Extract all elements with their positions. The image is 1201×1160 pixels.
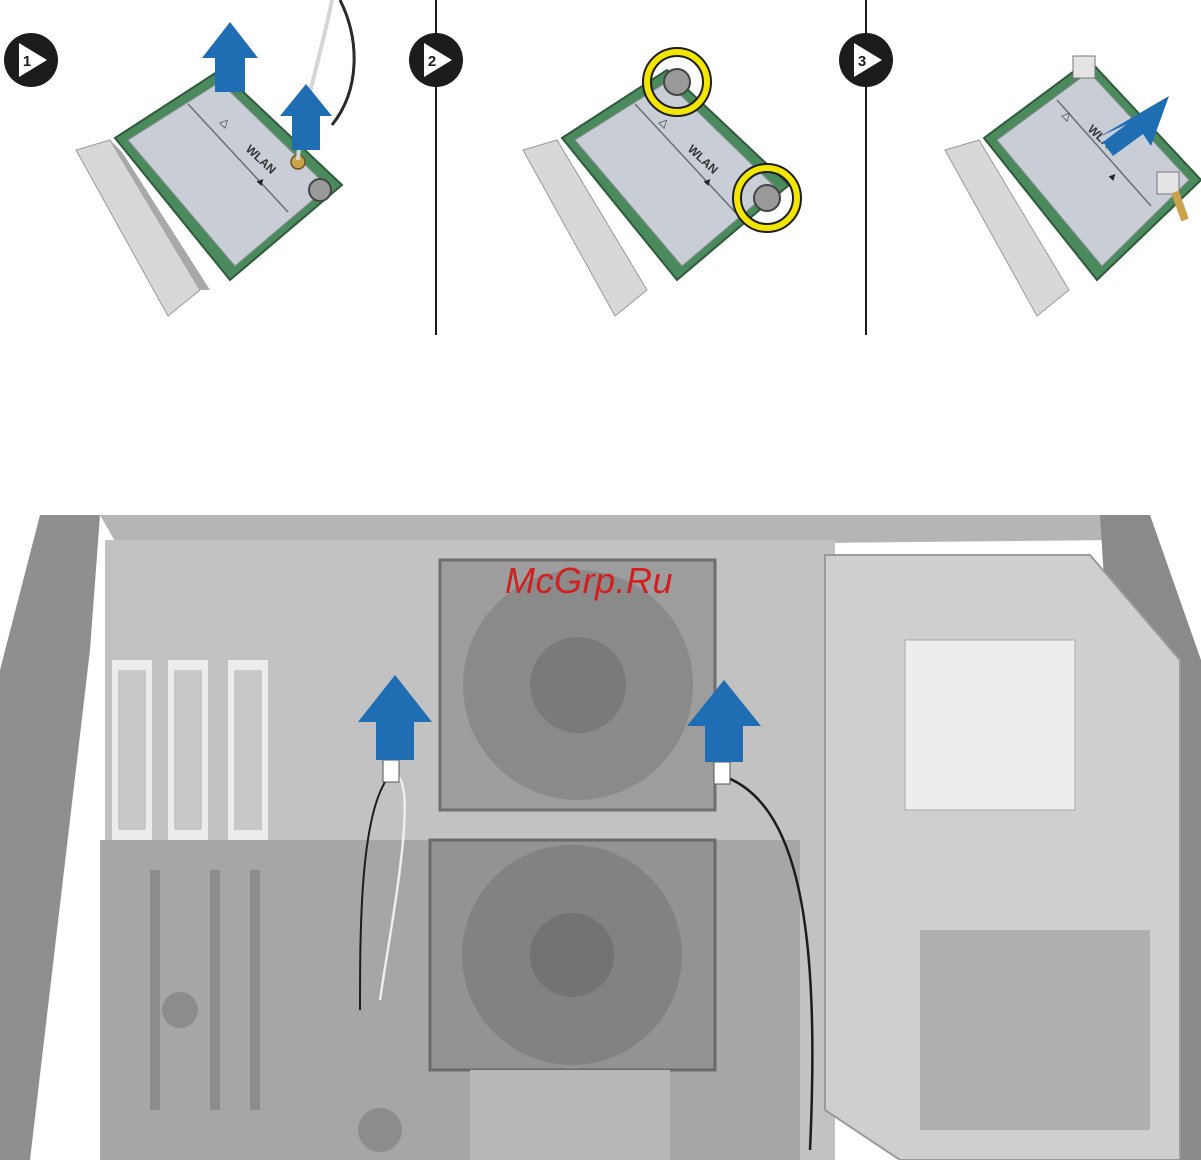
step-3-panel: 3 WLAN △ ▲ [867,0,1201,335]
step-badge-icon: 1 [2,31,60,89]
step-badge-icon: 3 [837,31,895,89]
step-1-panel: 1 WLAN △ ▲ [0,0,435,335]
watermark-text: McGrp.Ru [505,560,673,602]
wlan-card-illustration: WLAN △ ▲ [507,0,807,330]
step-2-panel: 2 WLAN △ ▲ [437,0,865,335]
wlan-card-illustration: WLAN △ ▲ [937,20,1201,330]
step-number: 3 [858,53,866,70]
step-number: 2 [428,53,436,70]
step-number: 1 [23,53,31,70]
chassis-interior-photo [0,510,1201,1160]
step-badge-icon: 2 [407,31,465,89]
wlan-card-illustration: WLAN △ ▲ [70,0,370,330]
